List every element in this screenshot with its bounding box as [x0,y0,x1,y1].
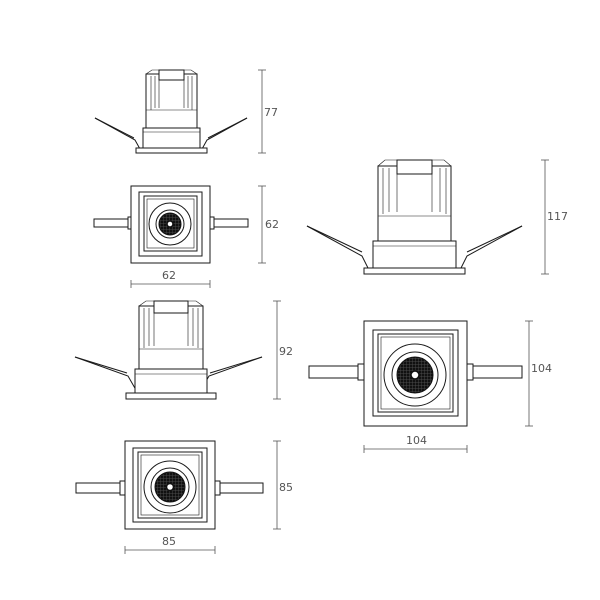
large-height-label: 117 [547,210,568,223]
medium-plan-width-dimension: 85 [124,535,216,554]
medium-plan-view [75,440,264,530]
small-side-view [94,69,248,154]
medium-height-dimension: 92 [273,300,293,400]
small-height-label: 77 [264,106,278,119]
large-side-view [306,159,523,275]
medium-height-label: 92 [279,345,293,358]
large-plan-height-dimension: 104 [525,320,552,427]
large-plan-width-dimension: 104 [363,434,468,453]
large-plan-width-label: 104 [406,434,427,447]
medium-plan-height-label: 85 [279,481,293,494]
small-plan-height-dimension: 62 [258,185,279,264]
medium-plan-height-dimension: 85 [273,440,293,530]
small-plan-height-label: 62 [265,218,279,231]
small-plan-width-dimension: 62 [130,269,211,288]
small-height-dimension: 77 [258,69,278,154]
small-plan-width-label: 62 [162,269,176,282]
large-plan-height-label: 104 [531,362,552,375]
large-plan-view [308,320,523,427]
large-height-dimension: 117 [541,159,568,275]
small-plan-view [93,185,249,264]
medium-plan-width-label: 85 [162,535,176,548]
medium-side-view [74,300,263,400]
